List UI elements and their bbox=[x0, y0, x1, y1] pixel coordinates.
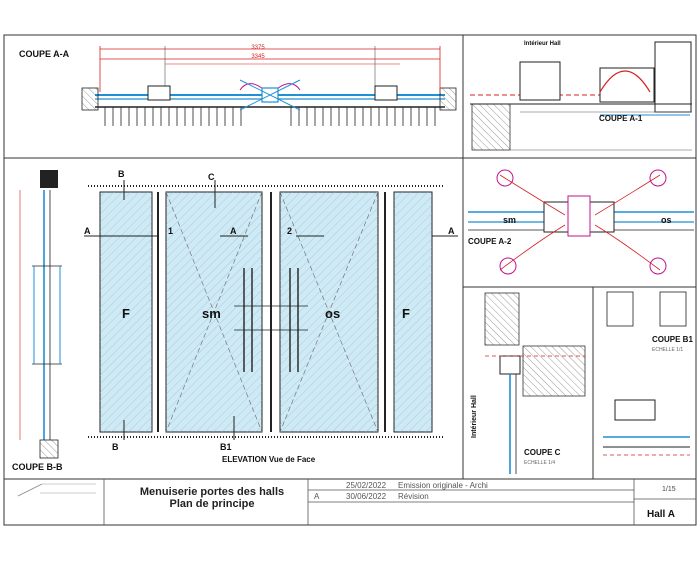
coupe-c-view bbox=[484, 292, 586, 474]
coupe-c-scale: ECHELLE 1/4 bbox=[524, 460, 555, 466]
panel-label-f-left: F bbox=[122, 306, 130, 321]
coupe-aa-title: COUPE A-A bbox=[19, 49, 70, 59]
coupe-a1-title: COUPE A-1 bbox=[599, 114, 643, 123]
marker-2: 2 bbox=[287, 226, 292, 236]
dimension-3345: 3345 bbox=[251, 54, 265, 60]
dimension-3375: 3375 bbox=[251, 45, 265, 51]
panel-label-sm: sm bbox=[202, 306, 221, 321]
marker-a-center: A bbox=[230, 226, 237, 236]
revision-2-index: A bbox=[314, 492, 320, 501]
location-label: Hall A bbox=[647, 509, 675, 520]
coupe-b1-scale: ECHELLE 1/1 bbox=[652, 347, 683, 353]
drawing-title: Menuiserie portes des halls bbox=[139, 486, 285, 498]
title-block-title: Menuiserie portes des halls Plan de prin… bbox=[112, 486, 312, 510]
elevation-view bbox=[84, 180, 458, 440]
coupe-a2-view bbox=[468, 169, 694, 275]
marker-c: C bbox=[208, 172, 215, 182]
marker-b-bottom: B bbox=[112, 442, 119, 452]
revision-1-date: 25/02/2022 bbox=[346, 481, 387, 490]
marker-1: 1 bbox=[168, 226, 173, 236]
interieur-hall-side: Intérieur Hall bbox=[471, 395, 478, 438]
coupe-c-title: COUPE C bbox=[524, 448, 561, 457]
coupe-bb-title: COUPE B-B bbox=[12, 462, 63, 472]
marker-b1: B1 bbox=[220, 442, 232, 452]
coupe-a1-view bbox=[470, 41, 692, 151]
coupe-a2-title: COUPE A-2 bbox=[468, 237, 512, 246]
drawing-subtitle: Plan de principe bbox=[169, 498, 255, 510]
revision-1-description: Emission originale - Archi bbox=[398, 481, 488, 490]
marker-b-top: B bbox=[118, 169, 125, 179]
detail-label-sm: sm bbox=[503, 215, 516, 225]
coupe-b1-view bbox=[603, 291, 690, 456]
panel-label-f-right: F bbox=[402, 306, 410, 321]
detail-label-os: os bbox=[661, 215, 672, 225]
company-logo bbox=[17, 483, 96, 497]
panel-label-os: os bbox=[325, 306, 340, 321]
coupe-bb-view bbox=[19, 170, 62, 459]
marker-a-right: A bbox=[448, 226, 455, 236]
marker-a-left: A bbox=[84, 226, 91, 236]
coupe-aa-view bbox=[81, 46, 457, 126]
coupe-b1-title: COUPE B1 bbox=[652, 335, 693, 344]
revision-2-description: Révision bbox=[398, 492, 429, 501]
interieur-hall-top: Intérieur Hall bbox=[524, 41, 561, 47]
title-block-grid bbox=[103, 479, 696, 525]
revision-2-date: 30/06/2022 bbox=[346, 492, 387, 501]
sheet-number: 1/15 bbox=[662, 486, 676, 493]
elevation-title: ELEVATION Vue de Face bbox=[222, 455, 316, 464]
